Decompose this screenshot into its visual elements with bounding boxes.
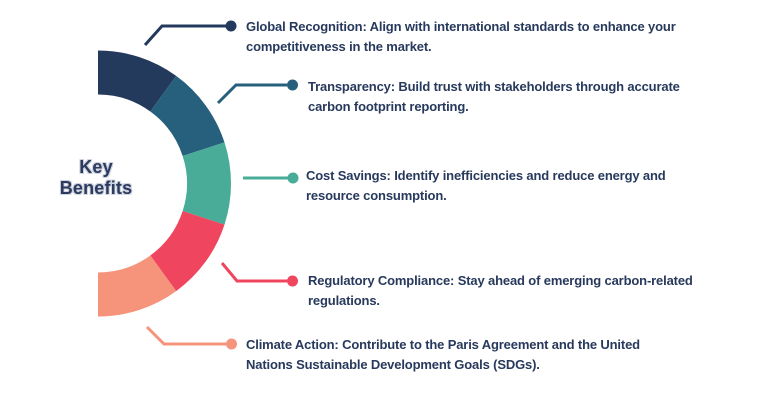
benefit-label: Transparency: xyxy=(308,79,395,94)
benefit-text: Climate Action: Contribute to the Paris … xyxy=(246,335,746,375)
benefit-item-transparency: Transparency: Build trust with stakehold… xyxy=(308,77,758,117)
benefit-item-regulatory-compliance: Regulatory Compliance: Stay ahead of eme… xyxy=(308,271,758,311)
benefit-text: Regulatory Compliance: Stay ahead of eme… xyxy=(308,271,758,311)
connector-line-0 xyxy=(143,24,226,47)
benefit-description: Contribute to the Paris Agreement and th… xyxy=(246,337,640,372)
donut-segment-0 xyxy=(98,50,177,112)
benefit-item-global-recognition: Global Recognition: Align with internati… xyxy=(246,17,736,57)
donut-segment-3 xyxy=(150,211,225,292)
benefit-description: Align with international standards to en… xyxy=(246,19,676,54)
donut-segment-4 xyxy=(98,255,177,317)
benefit-label: Regulatory Compliance: xyxy=(308,273,455,288)
donut-segment-2 xyxy=(182,142,231,225)
benefit-label: Climate Action: xyxy=(246,337,339,352)
connector-dot-1 xyxy=(287,79,298,91)
connector-dot-3 xyxy=(287,275,298,287)
benefit-label: Global Recognition: xyxy=(246,19,367,34)
benefit-description: Stay ahead of emerging carbon-related re… xyxy=(308,273,693,308)
connector-line-4 xyxy=(145,325,226,346)
connector-dot-0 xyxy=(225,20,237,32)
benefit-text: Cost Savings: Identify inefficiencies an… xyxy=(306,166,756,206)
connector-line-1 xyxy=(216,83,287,105)
connector-dot-2 xyxy=(287,172,299,184)
benefit-text: Global Recognition: Align with internati… xyxy=(246,17,736,57)
benefit-text: Transparency: Build trust with stakehold… xyxy=(308,77,758,117)
donut-segment-1 xyxy=(150,75,225,156)
benefit-description: Identify inefficiencies and reduce energ… xyxy=(306,168,666,203)
connector-dot-4 xyxy=(226,338,237,350)
benefit-item-cost-savings: Cost Savings: Identify inefficiencies an… xyxy=(306,166,756,206)
benefit-description: Build trust with stakeholders through ac… xyxy=(308,79,680,114)
chart-center-title: Key Benefits xyxy=(59,157,133,198)
connector-line-3 xyxy=(220,262,287,283)
benefit-label: Cost Savings: xyxy=(306,168,391,183)
benefit-item-climate-action: Climate Action: Contribute to the Paris … xyxy=(246,335,746,375)
